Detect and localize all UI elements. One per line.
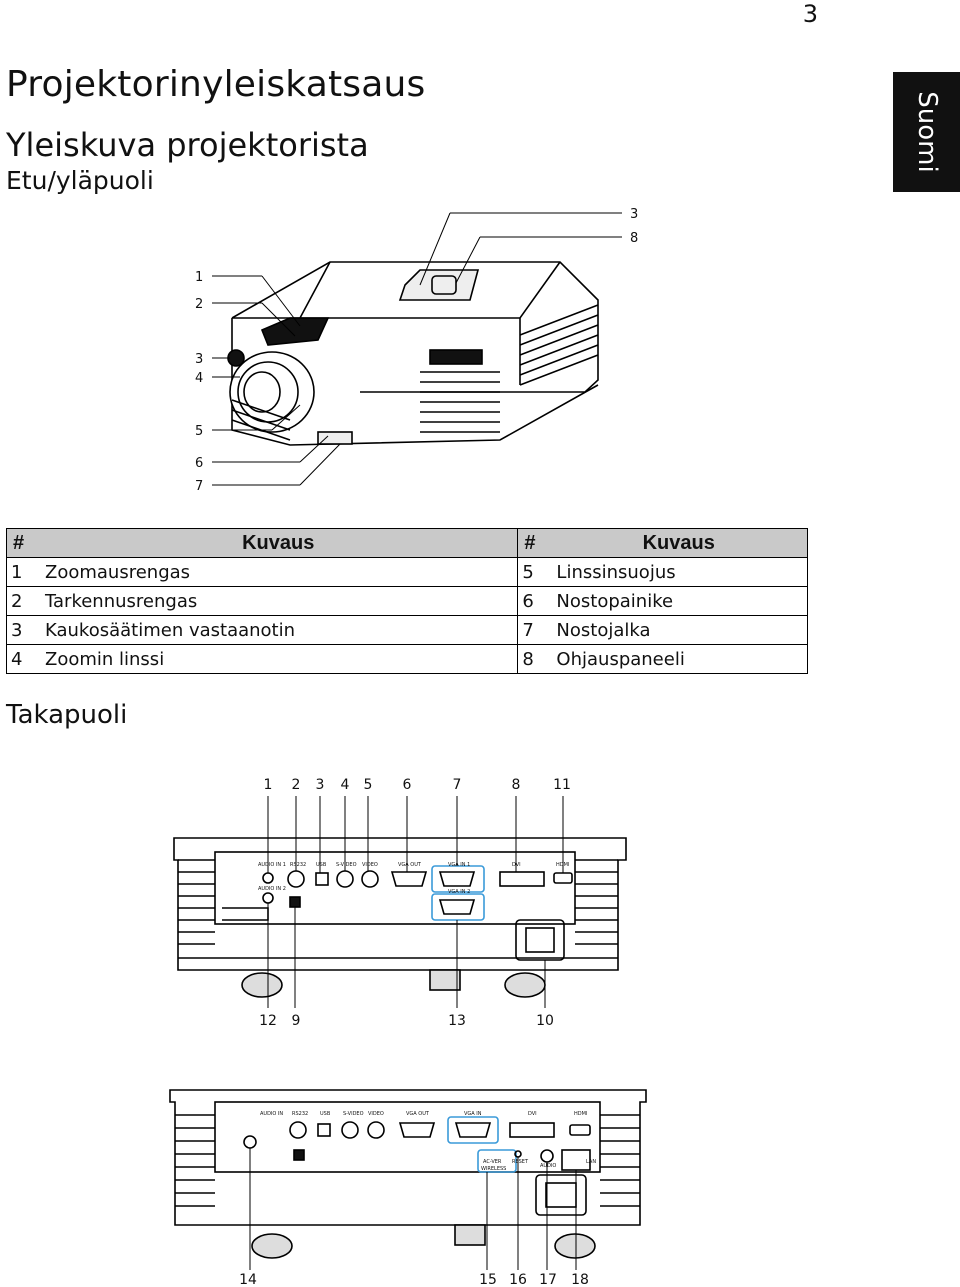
front-subtitle: Etu/yläpuoli (6, 166, 154, 195)
rear-callout-14: 14 (239, 1272, 257, 1287)
rear-callout-10: 10 (536, 1013, 554, 1029)
rear-callout-18: 18 (571, 1272, 589, 1287)
table-header-desc-1: Kuvaus (39, 528, 519, 558)
rear-callout-11: 11 (553, 777, 571, 793)
table-header-desc-2: Kuvaus (550, 528, 809, 558)
parts-table: # Kuvaus # Kuvaus 1 Zoomausrengas 5 Lins… (6, 528, 809, 674)
port-label: AUDIO IN 2 (258, 886, 286, 892)
table-cell: Kaukosäätimen vastaanotin (39, 615, 519, 645)
rear-callout-5: 5 (364, 777, 373, 793)
port-label: RESET (512, 1159, 529, 1165)
rear-subtitle: Takapuoli (6, 700, 128, 730)
table-cell: 1 (6, 557, 39, 587)
table-cell: Tarkennusrengas (39, 586, 519, 616)
rear-callout-2: 2 (292, 777, 301, 793)
port-label: HDMI (556, 862, 569, 868)
table-header-row: # Kuvaus # Kuvaus (6, 528, 809, 558)
front-callout-6: 6 (195, 456, 203, 471)
front-callout-1: 1 (195, 270, 203, 285)
port-label: S-VIDEO (336, 862, 357, 868)
language-tab: Suomi (893, 72, 960, 192)
table-row: 1 Zoomausrengas 5 Linssinsuojus (6, 557, 809, 587)
table-cell: 6 (517, 586, 551, 616)
rear-callout-17: 17 (539, 1272, 557, 1287)
table-cell: Zoomausrengas (39, 557, 519, 587)
port-label: S-VIDEO (343, 1111, 364, 1117)
rear-callout-12: 12 (259, 1013, 277, 1029)
port-label: VGA OUT (398, 862, 422, 868)
rear-callout-16: 16 (509, 1272, 527, 1287)
front-callout-3b: 3 (630, 207, 638, 222)
port-label: DVI (528, 1111, 537, 1117)
rear-callout-3: 3 (316, 777, 325, 793)
rear-callout-7: 7 (453, 777, 462, 793)
front-callout-3: 3 (195, 352, 203, 367)
port-label: AC-VER (483, 1159, 502, 1165)
table-cell: 3 (6, 615, 39, 645)
table-cell: Linssinsuojus (550, 557, 809, 587)
rear-callout-15: 15 (479, 1272, 497, 1287)
page-title: Projektorinyleiskatsaus (6, 64, 426, 105)
port-label: RS232 (292, 1111, 308, 1117)
front-callout-7: 7 (195, 479, 203, 494)
section-title: Yleiskuva projektorista (6, 126, 369, 164)
table-row: 4 Zoomin linssi 8 Ohjauspaneeli (6, 644, 809, 674)
port-label: HDMI (574, 1111, 587, 1117)
table-cell: Ohjauspaneeli (550, 644, 809, 674)
port-label: VIDEO (368, 1111, 384, 1117)
port-label: DVI (512, 862, 521, 868)
table-header-num-1: # (6, 528, 39, 558)
table-row: 3 Kaukosäätimen vastaanotin 7 Nostojalka (6, 615, 809, 645)
front-callout-2: 2 (195, 297, 203, 312)
rear-callout-1: 1 (264, 777, 273, 793)
table-cell: 7 (517, 615, 551, 645)
port-label: VIDEO (362, 862, 378, 868)
port-label: AUDIO IN (260, 1111, 283, 1117)
rear-callout-9: 9 (292, 1013, 301, 1029)
table-cell: Nostopainike (550, 586, 809, 616)
language-tab-label: Suomi (911, 91, 942, 173)
table-cell: Zoomin linssi (39, 644, 519, 674)
table-cell: 2 (6, 586, 39, 616)
port-label: VGA OUT (406, 1111, 430, 1117)
table-cell: Nostojalka (550, 615, 809, 645)
port-label: USB (316, 862, 327, 868)
port-label: LAN (586, 1159, 596, 1165)
table-cell: 4 (6, 644, 39, 674)
table-row: 2 Tarkennusrengas 6 Nostopainike (6, 586, 809, 616)
port-label: AUDIO IN 1 (258, 862, 286, 868)
page-number: 3 (802, 0, 818, 28)
table-cell: 8 (517, 644, 551, 674)
port-label: VGA IN 1 (448, 862, 470, 868)
port-label: AUDIO (540, 1163, 556, 1169)
port-label: VGA IN (464, 1111, 482, 1117)
front-callout-5: 5 (195, 424, 203, 439)
port-label: WIRELESS (481, 1166, 506, 1172)
port-label: RS232 (290, 862, 306, 868)
front-callout-4: 4 (195, 371, 203, 386)
rear-callout-13: 13 (448, 1013, 466, 1029)
table-cell: 5 (517, 557, 551, 587)
rear-callout-4: 4 (341, 777, 350, 793)
rear-callout-8: 8 (512, 777, 521, 793)
table-header-num-2: # (517, 528, 551, 558)
port-label: VGA IN 2 (448, 889, 470, 895)
front-callout-8: 8 (630, 231, 638, 246)
port-label: USB (320, 1111, 331, 1117)
rear-callout-6: 6 (403, 777, 412, 793)
